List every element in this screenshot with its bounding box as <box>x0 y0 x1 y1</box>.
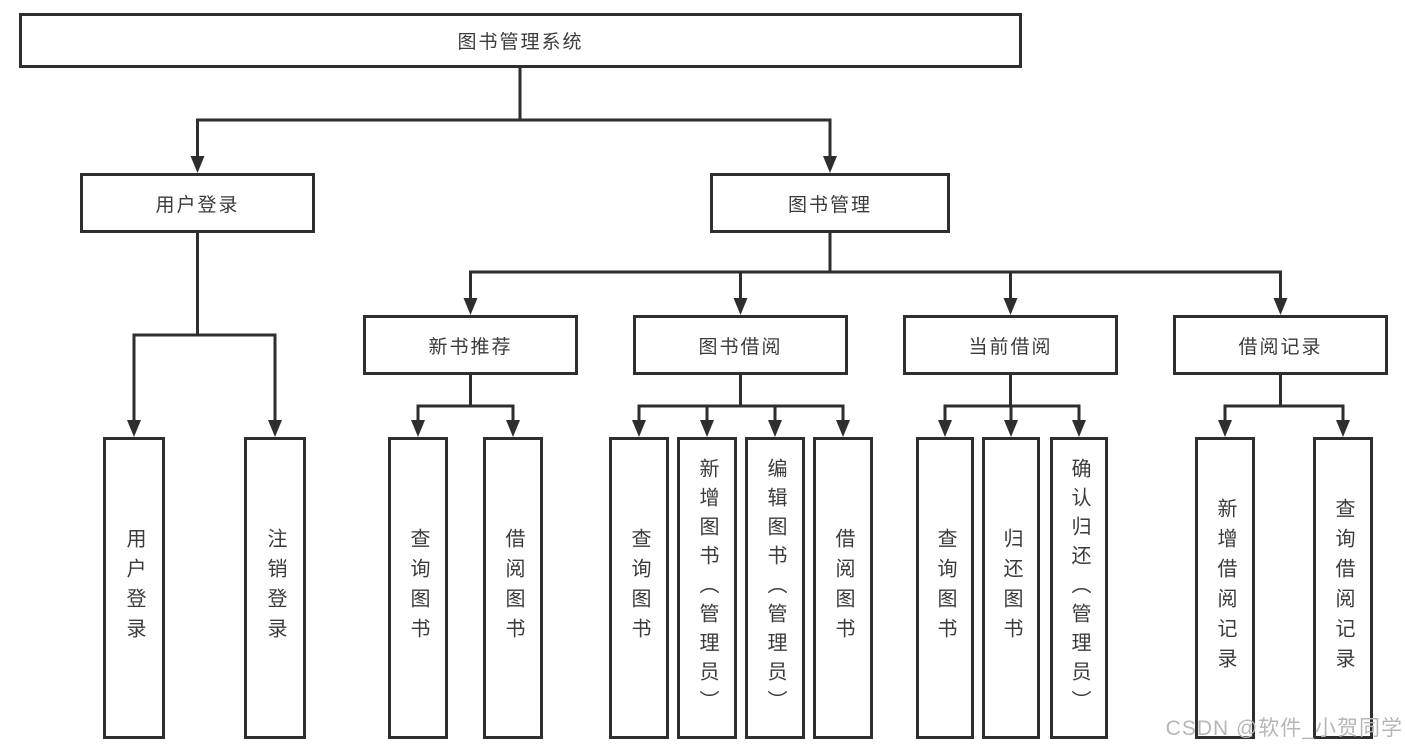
arrowhead <box>268 420 282 437</box>
leaf-label: 查询图书 <box>934 528 956 648</box>
connector-root-to-level2 <box>190 66 837 173</box>
node-book-borrowing: 图书借阅 <box>633 315 848 375</box>
leaf-edit-book-admin: 编辑图书（管理员） <box>745 437 805 739</box>
connector-book-borrowing-to-leaves <box>632 373 850 437</box>
node-label: 图书借阅 <box>698 336 783 358</box>
node-label: 图书管理 <box>787 194 872 216</box>
arrowhead <box>190 156 205 173</box>
leaf-borrow-books-borrowing: 借阅图书 <box>813 437 873 739</box>
leaf-add-borrow-record: 新增借阅记录 <box>1195 437 1255 739</box>
arrowhead <box>127 420 141 437</box>
arrowhead <box>733 298 748 315</box>
leaf-query-books-current: 查询图书 <box>916 437 974 739</box>
leaf-query-books-borrowing: 查询图书 <box>609 437 669 739</box>
leaf-logout-login: 注销登录 <box>244 437 306 739</box>
arrowhead <box>768 420 782 437</box>
connector-current-borrowing-to-leaves <box>938 373 1086 437</box>
node-label: 用户登录 <box>155 194 240 216</box>
leaf-label: 归还图书 <box>1000 528 1022 648</box>
leaf-label: 查询借阅记录 <box>1332 498 1354 678</box>
leaf-confirm-return-admin: 确认归还（管理员） <box>1050 437 1108 739</box>
leaf-label: 用户登录 <box>123 528 145 648</box>
arrowhead <box>1336 420 1350 437</box>
arrowhead <box>700 420 714 437</box>
node-label: 当前借阅 <box>968 336 1053 358</box>
leaf-label: 查询图书 <box>628 528 650 648</box>
node-label: 借阅记录 <box>1238 336 1323 358</box>
arrowhead <box>463 298 478 315</box>
connector-borrowing-records-to-leaves <box>1218 373 1350 437</box>
leaf-label: 查询图书 <box>407 528 429 648</box>
leaf-query-books-recommend: 查询图书 <box>388 437 448 739</box>
arrowhead <box>632 420 646 437</box>
leaf-label: 借阅图书 <box>502 528 524 648</box>
leaf-user-login: 用户登录 <box>103 437 165 739</box>
connector-new-book-recommend-to-leaves <box>411 373 520 437</box>
node-new-book-recommend: 新书推荐 <box>363 315 578 375</box>
leaf-label: 借阅图书 <box>832 528 854 648</box>
leaf-add-book-admin: 新增图书（管理员） <box>677 437 737 739</box>
arrowhead <box>938 420 952 437</box>
arrowhead <box>836 420 850 437</box>
connector-book-management-to-level3 <box>463 231 1288 315</box>
node-root-system: 图书管理系统 <box>19 13 1022 68</box>
arrowhead <box>1072 420 1086 437</box>
leaf-query-borrow-record: 查询借阅记录 <box>1313 437 1373 739</box>
arrowhead <box>1004 420 1018 437</box>
arrowhead <box>823 156 837 173</box>
csdn-watermark: CSDN @软件_小贺同学 <box>1165 717 1403 740</box>
node-borrowing-records: 借阅记录 <box>1173 315 1388 375</box>
node-label: 新书推荐 <box>428 336 513 358</box>
arrowhead <box>506 420 520 437</box>
arrowhead <box>1273 298 1288 315</box>
leaf-label: 注销登录 <box>264 528 286 648</box>
leaf-label: 确认归还（管理员） <box>1068 457 1090 719</box>
leaf-label: 新增借阅记录 <box>1214 498 1236 678</box>
node-label: 图书管理系统 <box>457 32 584 53</box>
leaf-label: 编辑图书（管理员） <box>764 457 786 719</box>
node-user-login: 用户登录 <box>80 173 315 233</box>
node-book-management: 图书管理 <box>710 173 950 233</box>
leaf-return-books: 归还图书 <box>982 437 1040 739</box>
arrowhead <box>1003 298 1018 315</box>
leaf-borrow-books-recommend: 借阅图书 <box>483 437 543 739</box>
arrowhead <box>1218 420 1232 437</box>
connector-user-login-to-leaves <box>127 231 282 437</box>
node-current-borrowing: 当前借阅 <box>903 315 1118 375</box>
arrowhead <box>411 420 425 437</box>
leaf-label: 新增图书（管理员） <box>696 457 718 719</box>
